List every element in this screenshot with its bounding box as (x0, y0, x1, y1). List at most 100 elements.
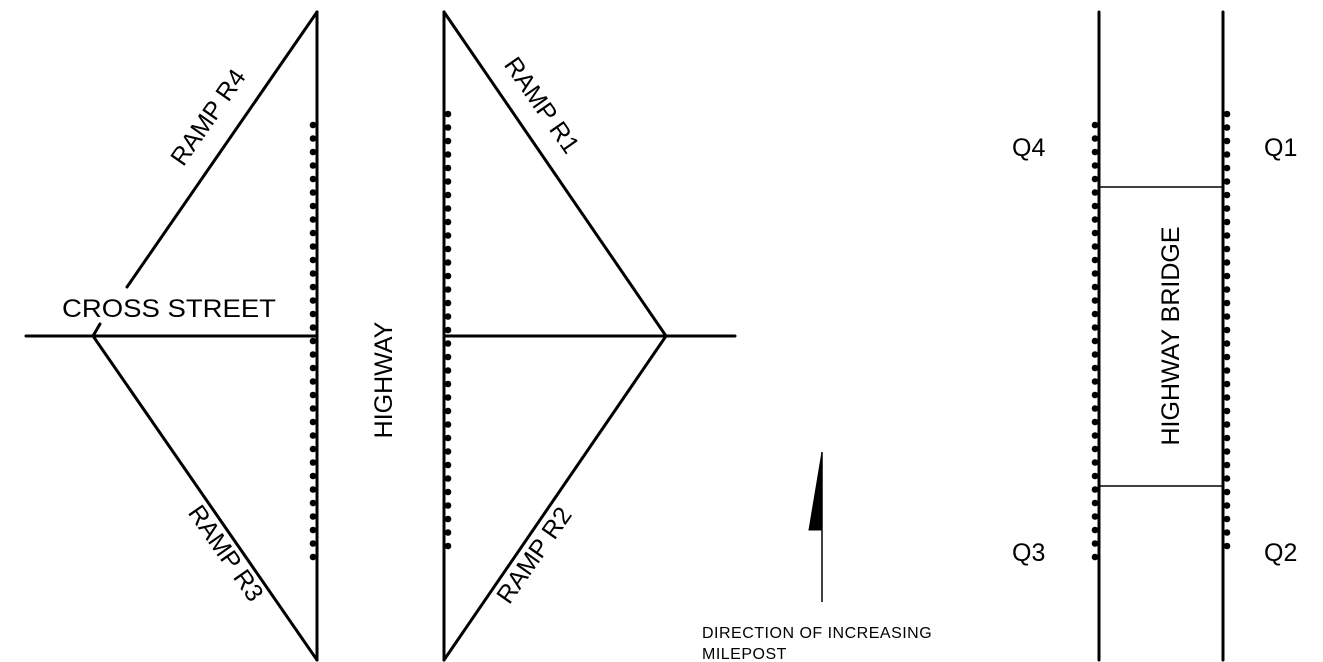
guardrail-post (309, 432, 317, 439)
guardrail-post (444, 272, 452, 280)
guardrail-post (309, 148, 317, 156)
guardrail-post (1223, 218, 1231, 226)
guardrail-post (1223, 542, 1231, 550)
guardrail-post (1223, 340, 1231, 347)
guardrail-post (444, 151, 452, 158)
ramp-r1-label: RAMP R1 (498, 52, 584, 159)
guardrail-post (1223, 502, 1231, 509)
guardrail-post (444, 313, 452, 320)
guardrail-post (444, 232, 452, 239)
guardrail-post (309, 351, 317, 358)
guardrail-post (1223, 448, 1231, 455)
guardrail-post (1223, 272, 1231, 280)
guardrail-post (444, 367, 452, 374)
ramp-r4-tick (91, 322, 102, 338)
guardrail-post (309, 283, 317, 291)
guardrail-post (1223, 326, 1231, 334)
guardrail-post (444, 529, 452, 536)
guardrail-post (444, 407, 452, 415)
guardrail-post (309, 175, 317, 183)
guardrail-post (1223, 515, 1231, 523)
guardrail-post (309, 418, 317, 426)
guardrail-post (1091, 405, 1099, 412)
quadrant-q3-label: Q3 (1012, 539, 1045, 567)
guardrail-post (1223, 245, 1231, 253)
guardrail-post (1091, 432, 1099, 439)
ramp-r3-line (91, 334, 319, 662)
ramp-r2-line (442, 334, 668, 662)
direction-arrow-icon (808, 451, 823, 531)
guardrail-post (1091, 351, 1099, 358)
ramp-r2-label: RAMP R2 (491, 502, 577, 609)
ramp-r1-line (442, 10, 668, 338)
guardrail-post (444, 245, 452, 253)
guardrail-post (444, 205, 452, 212)
quadrant-q1-label: Q1 (1264, 134, 1297, 162)
guardrail-post (444, 353, 452, 361)
guardrail-post (444, 421, 452, 428)
guardrail-post (1091, 553, 1099, 561)
guardrail-post (1091, 148, 1099, 156)
highway-label: HIGHWAY (370, 321, 398, 438)
guardrail-post (1091, 540, 1099, 547)
guardrail-post (1223, 434, 1231, 442)
guardrail-post (309, 499, 317, 507)
guardrail-post (1223, 488, 1231, 496)
guardrail-post (1091, 364, 1099, 372)
cross-street-label: CROSS STREET (62, 295, 276, 323)
highway-bridge-label: HIGHWAY BRIDGE (1157, 226, 1185, 445)
guardrail-post (1091, 459, 1099, 466)
guardrail-post (1223, 286, 1231, 293)
guardrail-post (1091, 283, 1099, 291)
guardrail-post (309, 297, 317, 304)
guardrail-post (1091, 513, 1099, 520)
direction-indicator: DIRECTION OF INCREASING MILEPOST (702, 451, 932, 662)
guardrail-post (1223, 110, 1231, 118)
guardrail-post (1091, 310, 1099, 318)
guardrail-post (309, 243, 317, 250)
guardrail-post (1091, 297, 1099, 304)
guardrail-post (1091, 256, 1099, 264)
bridge: HIGHWAY BRIDGE Q4 Q1 Q3 Q2 (1012, 10, 1297, 662)
guardrail-post (309, 324, 317, 331)
guardrail-post (1223, 232, 1231, 239)
guardrail-post (444, 286, 452, 293)
guardrail-post (309, 162, 317, 169)
guardrail-post (309, 391, 317, 399)
guardrail-post (1223, 299, 1231, 307)
guardrail-post (1223, 205, 1231, 212)
guardrail-post (444, 542, 452, 550)
guardrail-post (1091, 472, 1099, 480)
guardrail-post (1091, 526, 1099, 534)
guardrail-post (1223, 178, 1231, 185)
guardrail-post (309, 459, 317, 466)
guardrail-post (1091, 391, 1099, 399)
guardrail-post (1223, 529, 1231, 536)
guardrail-post (1091, 216, 1099, 223)
guardrail-post (309, 526, 317, 534)
guardrail-post (1091, 418, 1099, 426)
interchange: CROSS STREET HIGHWAY RAMP R4 RAMP R1 RAM… (24, 10, 737, 662)
guardrail-post (1091, 121, 1099, 129)
guardrail-post (444, 110, 452, 118)
guardrail-post (309, 553, 317, 561)
guardrail-post (1091, 175, 1099, 183)
bridge-right-guardrail (1223, 110, 1231, 550)
guardrail-post (1091, 378, 1099, 385)
guardrail-post (444, 434, 452, 442)
guardrail-post (1091, 243, 1099, 250)
guardrail-post (1223, 367, 1231, 374)
guardrail-post (1091, 445, 1099, 453)
guardrail-post (444, 259, 452, 266)
ramp-r4-line (125, 10, 319, 289)
guardrail-post (309, 216, 317, 223)
guardrail-post (309, 486, 317, 493)
guardrail-post (309, 189, 317, 196)
guardrail-post (309, 310, 317, 318)
guardrail-post (444, 394, 452, 401)
highway-left-guardrail (309, 121, 317, 561)
bridge-left-guardrail (1091, 121, 1099, 561)
guardrail-post (1223, 421, 1231, 428)
guardrail-post (309, 202, 317, 210)
